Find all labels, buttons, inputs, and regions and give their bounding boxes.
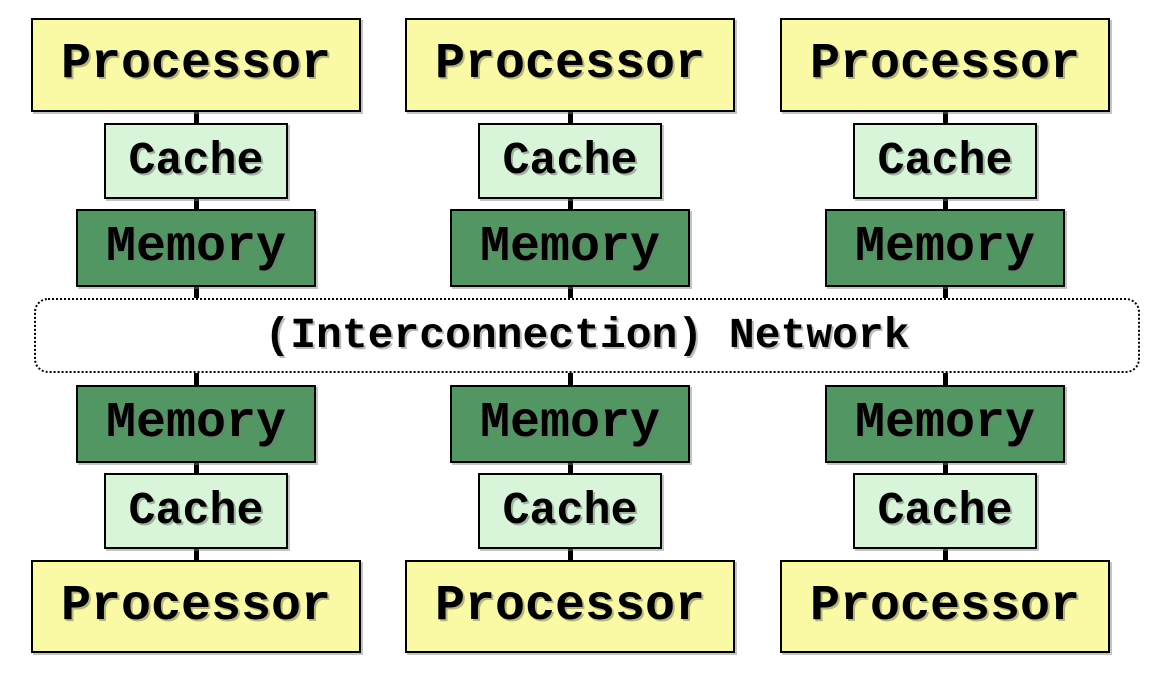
memory-box: Memory	[450, 209, 690, 287]
memory-box: Memory	[825, 385, 1065, 463]
cache-label: Cache	[128, 485, 264, 537]
processor-box: Processor	[31, 560, 361, 653]
cache-box: Cache	[478, 123, 662, 199]
processor-label: Processor	[434, 577, 706, 635]
memory-box: Memory	[76, 209, 316, 287]
cache-box: Cache	[104, 473, 288, 549]
memory-label: Memory	[479, 219, 661, 276]
cache-box: Cache	[478, 473, 662, 549]
processor-label: Processor	[809, 577, 1081, 635]
memory-label: Memory	[479, 395, 661, 452]
processor-box: Processor	[780, 18, 1110, 112]
interconnection-network-box: (Interconnection) Network	[34, 298, 1140, 373]
memory-label: Memory	[854, 219, 1036, 276]
memory-box: Memory	[76, 385, 316, 463]
cache-box: Cache	[853, 123, 1037, 199]
processor-box: Processor	[405, 560, 735, 653]
memory-label: Memory	[854, 395, 1036, 452]
cache-label: Cache	[502, 485, 638, 537]
memory-label: Memory	[105, 219, 287, 276]
processor-box: Processor	[405, 18, 735, 112]
processor-label: Processor	[60, 36, 332, 93]
processor-label: Processor	[434, 36, 706, 93]
cache-label: Cache	[877, 135, 1013, 187]
processor-box: Processor	[780, 560, 1110, 653]
interconnection-network-label: (Interconnection) Network	[264, 311, 910, 360]
cache-label: Cache	[502, 135, 638, 187]
processor-label: Processor	[60, 577, 332, 635]
cache-box: Cache	[853, 473, 1037, 549]
cache-label: Cache	[877, 485, 1013, 537]
memory-box: Memory	[825, 209, 1065, 287]
memory-label: Memory	[105, 395, 287, 452]
cache-label: Cache	[128, 135, 264, 187]
processor-label: Processor	[809, 36, 1081, 93]
cache-box: Cache	[104, 123, 288, 199]
memory-box: Memory	[450, 385, 690, 463]
processor-box: Processor	[31, 18, 361, 112]
